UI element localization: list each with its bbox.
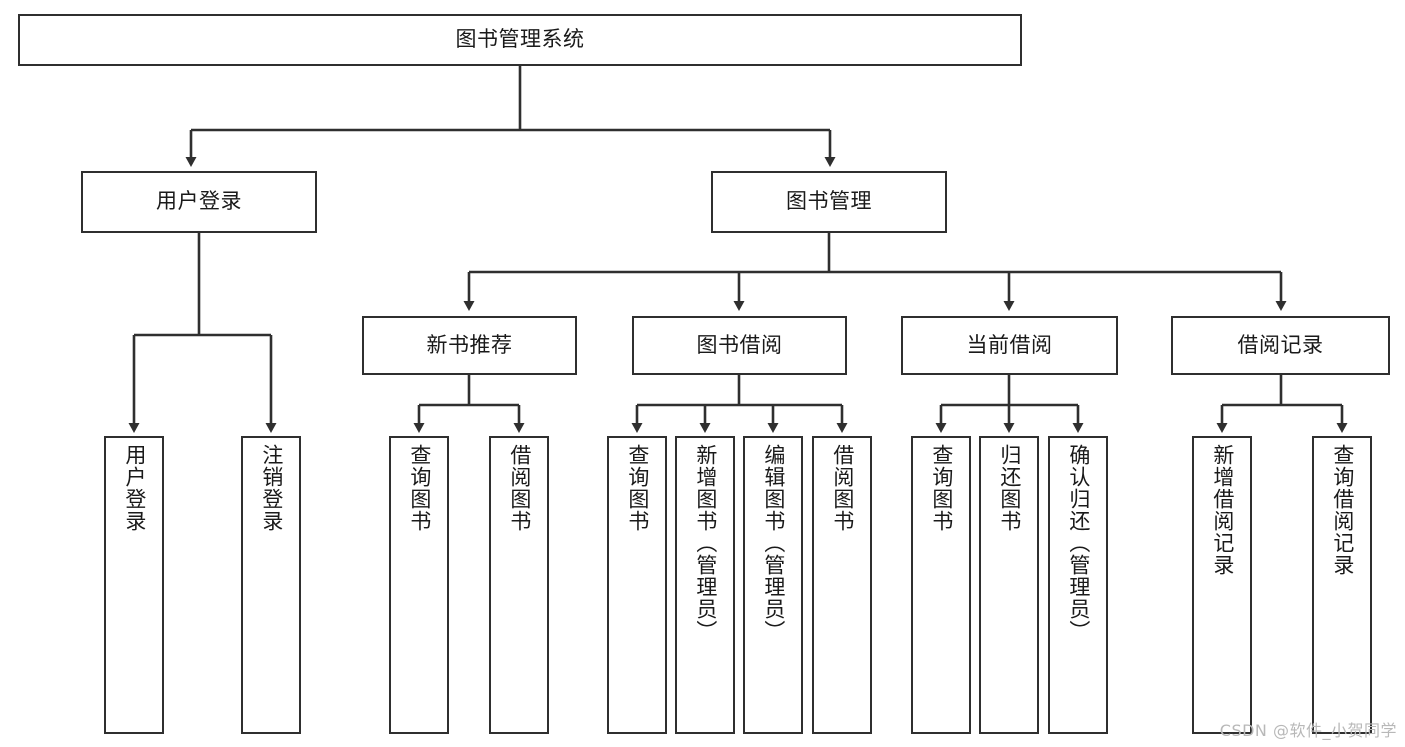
- node-leaf-query-book-2-label: 查询图书: [625, 444, 650, 532]
- node-leaf-add-book-label: 新增图书（管理员）: [693, 444, 718, 642]
- node-leaf-borrow-book-1[interactable]: 借阅图书: [489, 436, 549, 734]
- node-leaf-add-record-label: 新增借阅记录: [1210, 444, 1235, 576]
- node-book-borrow[interactable]: 图书借阅: [632, 316, 847, 375]
- node-leaf-edit-book[interactable]: 编辑图书（管理员）: [743, 436, 803, 734]
- node-leaf-add-book[interactable]: 新增图书（管理员）: [675, 436, 735, 734]
- node-leaf-query-record[interactable]: 查询借阅记录: [1312, 436, 1372, 734]
- node-book-borrow-label: 图书借阅: [696, 332, 783, 357]
- node-leaf-borrow-book-1-label: 借阅图书: [507, 444, 532, 532]
- node-user-login[interactable]: 用户登录: [81, 171, 317, 233]
- node-leaf-borrow-book-2[interactable]: 借阅图书: [812, 436, 872, 734]
- node-leaf-query-book-2[interactable]: 查询图书: [607, 436, 667, 734]
- node-book-manage-label: 图书管理: [786, 189, 872, 214]
- node-leaf-query-book-3[interactable]: 查询图书: [911, 436, 971, 734]
- node-current-borrow[interactable]: 当前借阅: [901, 316, 1118, 375]
- node-new-book-rec-label: 新书推荐: [426, 332, 513, 357]
- node-leaf-return-book-label: 归还图书: [997, 444, 1022, 532]
- node-leaf-add-record[interactable]: 新增借阅记录: [1192, 436, 1252, 734]
- node-leaf-query-book-1-label: 查询图书: [407, 444, 432, 532]
- node-user-login-label: 用户登录: [156, 189, 242, 214]
- node-leaf-logout-label: 注销登录: [259, 444, 284, 532]
- node-root-label: 图书管理系统: [455, 27, 585, 52]
- node-leaf-confirm-return-label: 确认归还（管理员）: [1066, 444, 1091, 642]
- node-leaf-logout[interactable]: 注销登录: [241, 436, 301, 734]
- node-borrow-record[interactable]: 借阅记录: [1171, 316, 1390, 375]
- node-current-borrow-label: 当前借阅: [966, 332, 1053, 357]
- node-root[interactable]: 图书管理系统: [18, 14, 1022, 66]
- node-borrow-record-label: 借阅记录: [1237, 332, 1324, 357]
- node-leaf-return-book[interactable]: 归还图书: [979, 436, 1039, 734]
- node-leaf-confirm-return[interactable]: 确认归还（管理员）: [1048, 436, 1108, 734]
- node-leaf-query-record-label: 查询借阅记录: [1330, 444, 1355, 576]
- node-book-manage[interactable]: 图书管理: [711, 171, 947, 233]
- node-leaf-query-book-1[interactable]: 查询图书: [389, 436, 449, 734]
- node-leaf-borrow-book-2-label: 借阅图书: [830, 444, 855, 532]
- watermark-text: CSDN @软件_小贺同学: [1219, 721, 1397, 740]
- node-leaf-user-login-label: 用户登录: [122, 444, 147, 532]
- node-new-book-rec[interactable]: 新书推荐: [362, 316, 577, 375]
- node-leaf-user-login[interactable]: 用户登录: [104, 436, 164, 734]
- node-leaf-query-book-3-label: 查询图书: [929, 444, 954, 532]
- node-leaf-edit-book-label: 编辑图书（管理员）: [761, 444, 786, 642]
